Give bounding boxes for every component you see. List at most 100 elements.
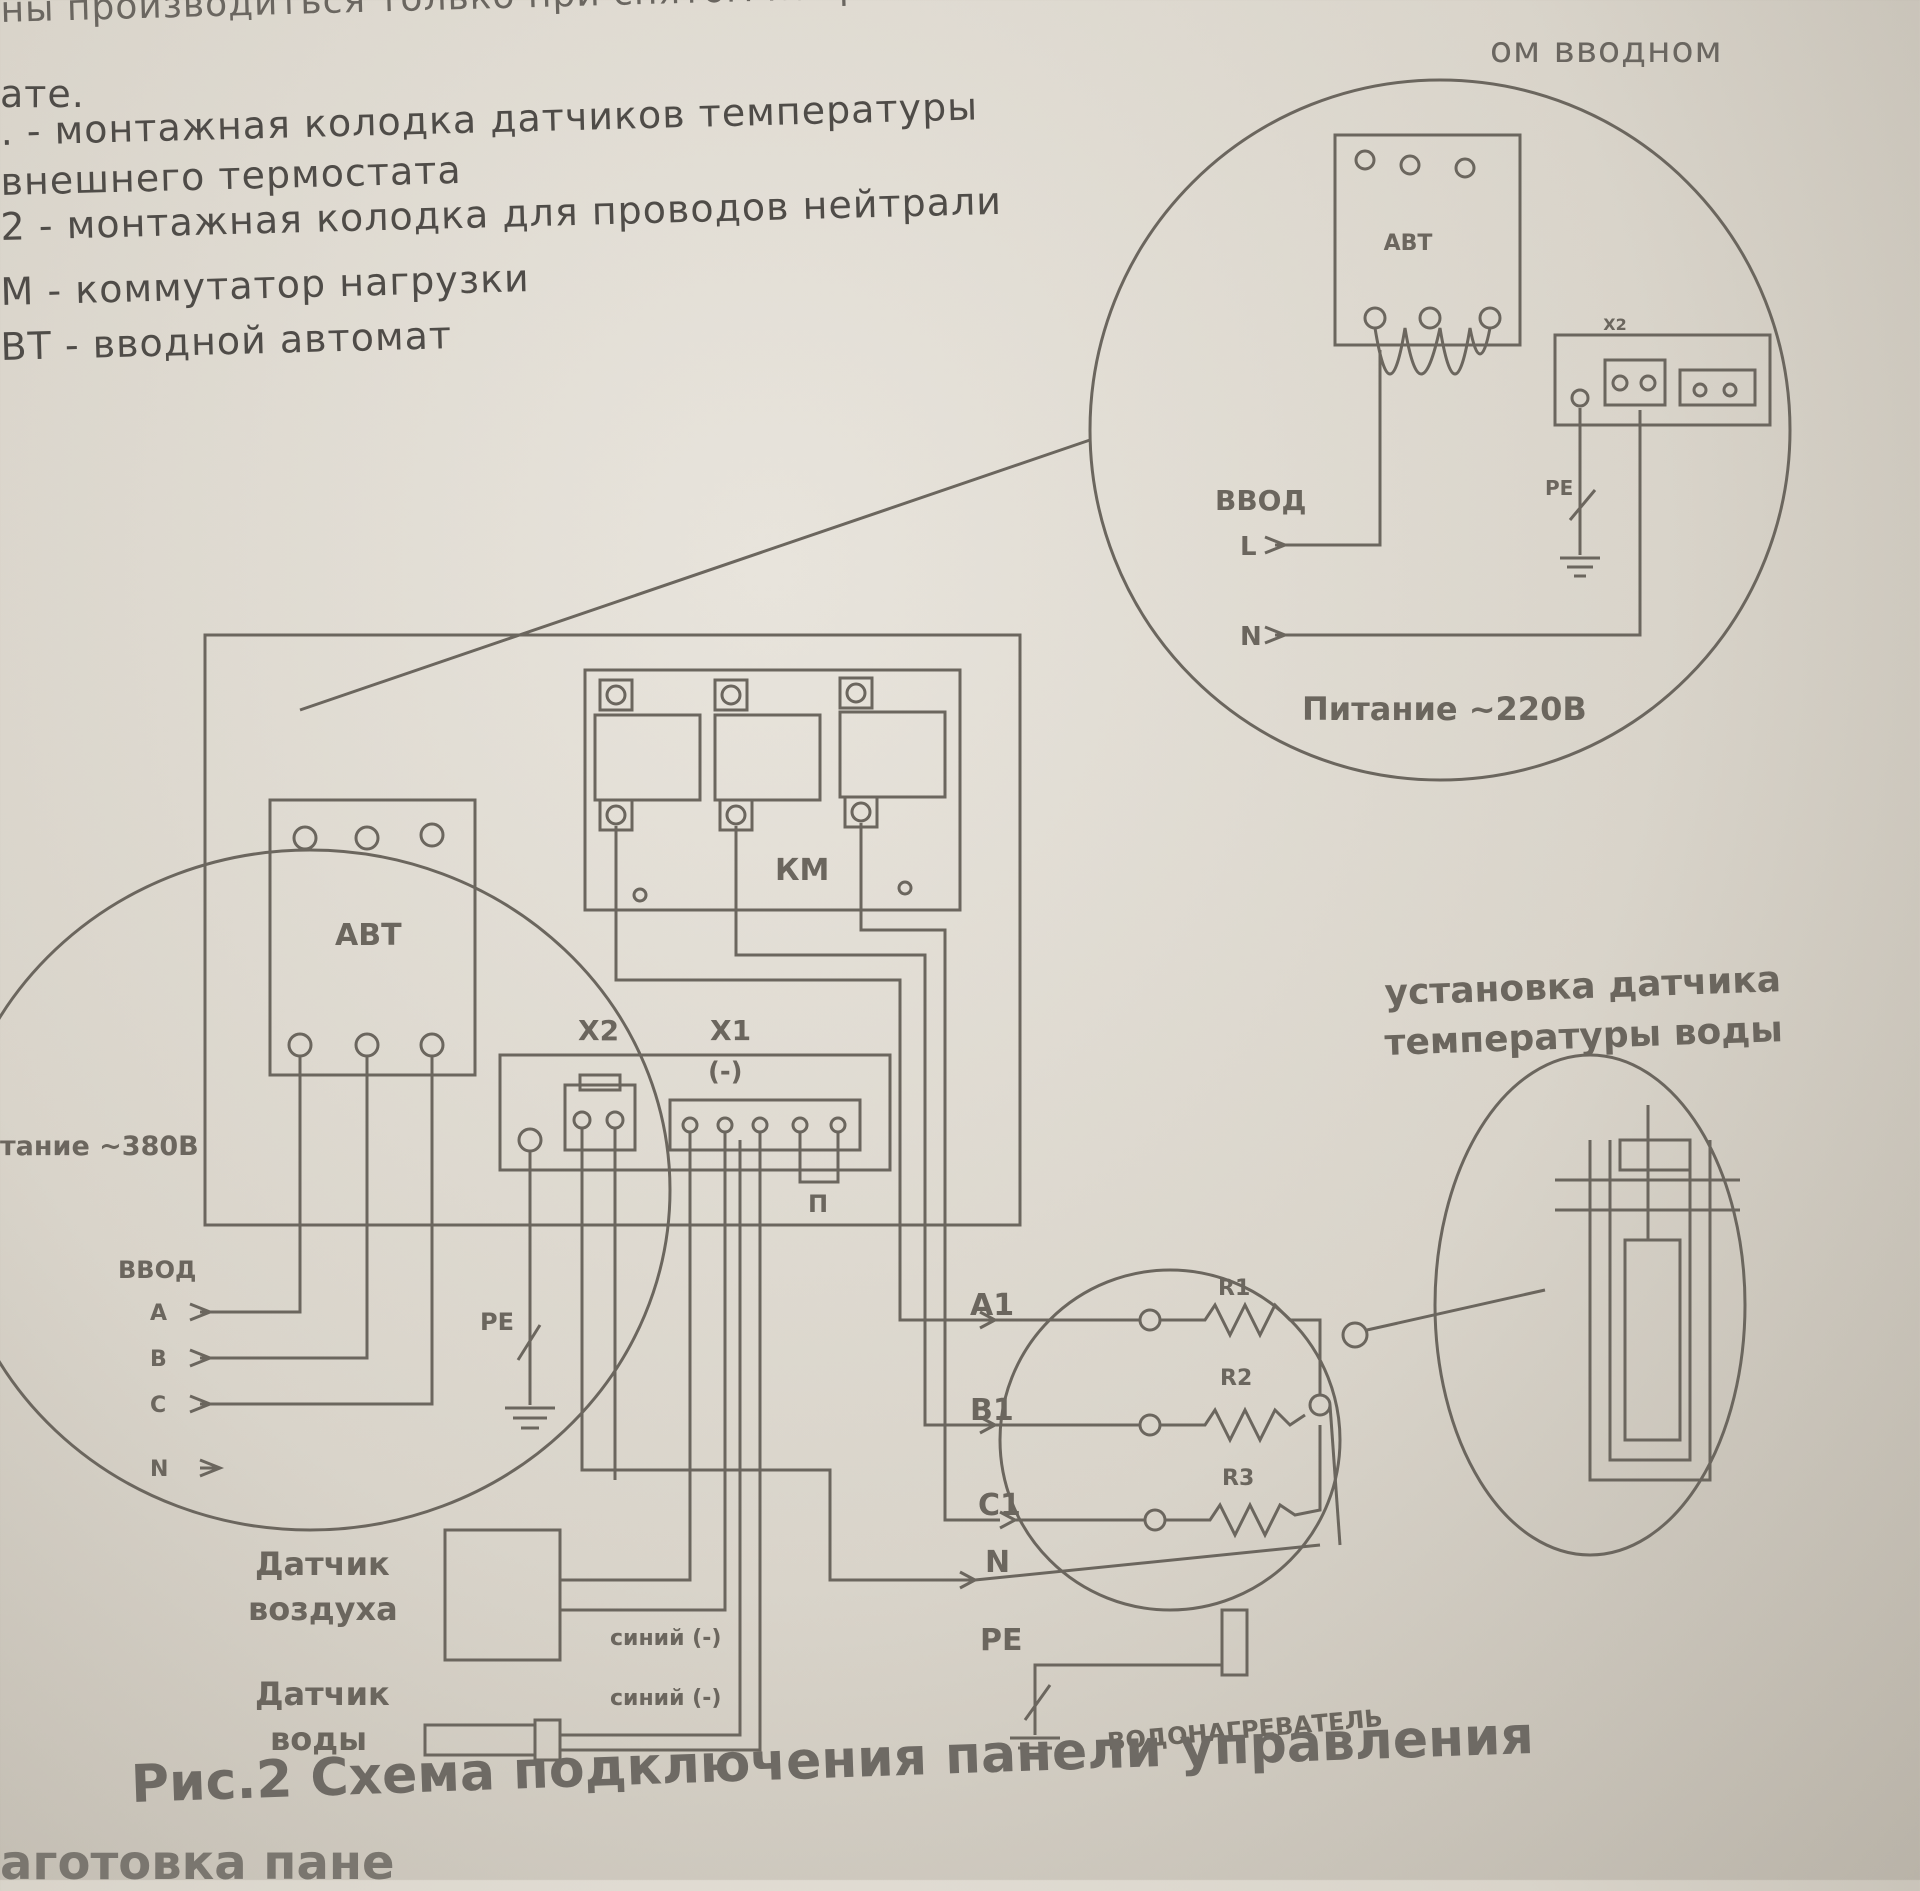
heater-pe-slash — [1023, 1684, 1052, 1721]
inset-220v — [299, 78, 1792, 782]
x1-terminal — [791, 1116, 809, 1134]
inset-breaker-terminal — [1478, 306, 1502, 330]
x1-terminal — [681, 1116, 699, 1134]
inset-breaker-label: АВТ — [1384, 231, 1433, 256]
inset-x2-label: X2 — [1603, 315, 1626, 334]
heater-pe-stud — [1220, 1608, 1249, 1677]
phase-b-label: B — [150, 1347, 167, 1372]
km-terminal-top — [838, 676, 874, 710]
x2-label: X2 — [578, 1014, 619, 1047]
heater-pe-label: PE — [980, 1623, 1022, 1658]
x1-jumper-p — [798, 1132, 840, 1184]
legend-line-end: ате. — [0, 72, 85, 116]
inset-input-label: ВВОД — [1215, 484, 1306, 517]
breaker-terminal — [419, 822, 445, 848]
heater-a1-label: A1 — [970, 1288, 1014, 1323]
air-sensor-box — [443, 1528, 562, 1662]
km-pole — [713, 713, 822, 802]
sensor-head — [1618, 1138, 1692, 1172]
wire-water-sensor-1 — [560, 1140, 742, 1737]
wire-phase-a — [200, 1056, 302, 1314]
wire-x2-to-n — [580, 1128, 975, 1582]
x2-jumper — [578, 1073, 622, 1092]
phase-c-label: C — [150, 1393, 166, 1418]
inset-breaker-terminal — [1354, 149, 1376, 171]
km-terminal — [850, 801, 872, 823]
km-terminal — [845, 682, 867, 704]
panel-enclosure — [203, 633, 1022, 1227]
breaker-terminal — [287, 1032, 313, 1058]
km-pole — [593, 713, 702, 802]
wire-n-in — [974, 1543, 1321, 1582]
neutral-label: N — [150, 1457, 168, 1482]
wire-phase-c — [200, 1056, 434, 1406]
x1-terminal — [829, 1116, 847, 1134]
x1-label: X1 — [710, 1014, 751, 1047]
magnifier-circle — [0, 848, 672, 1532]
km-terminal-top — [598, 678, 634, 712]
arrow-a — [189, 1302, 215, 1322]
heater-terminal-c1 — [1143, 1508, 1167, 1532]
km-terminal — [725, 804, 747, 826]
sensor-element — [1623, 1238, 1682, 1442]
neutral-link — [1328, 1404, 1342, 1546]
heater-terminal-a1 — [1138, 1308, 1162, 1332]
water-sensor-label-2: воды — [270, 1720, 367, 1758]
inset-breaker-terminal — [1363, 306, 1387, 330]
km-pole — [838, 710, 947, 799]
r3-label: R3 — [1222, 1466, 1254, 1491]
sensor-detail-circle — [1433, 1053, 1747, 1557]
inset-breaker-terminal — [1399, 154, 1421, 176]
km-coil-terminal — [897, 880, 913, 896]
arrow-n — [199, 1458, 225, 1478]
resistor-r2 — [1160, 1406, 1306, 1444]
inset-arrow-l — [1264, 535, 1290, 555]
wire-phase-b — [200, 1056, 369, 1360]
wire-heater-pe — [1033, 1663, 1222, 1735]
wire-water-sensor-2 — [560, 1132, 762, 1752]
inset-n-label: N — [1240, 622, 1262, 652]
star-point — [1308, 1393, 1332, 1417]
inset-220v-circle — [1088, 78, 1792, 782]
heater-n-label: N — [985, 1545, 1010, 1580]
inset-x1-terminal — [1722, 382, 1738, 398]
inset-connector-line — [299, 438, 1091, 712]
sensor-installation-detail — [1433, 1053, 1747, 1557]
wire-km-to-c1 — [859, 823, 1000, 1522]
control-panel — [0, 633, 1022, 1762]
resistor-r1 — [1160, 1301, 1322, 1395]
air-sensor-label-1: Датчик — [255, 1545, 390, 1583]
inset-arrow-n — [1264, 625, 1290, 645]
km-terminal — [605, 804, 627, 826]
heater-b1-label: B1 — [970, 1393, 1014, 1428]
panel-breaker — [268, 798, 477, 1077]
air-sensor-wire-label: синий (-) — [610, 1626, 721, 1651]
contactor-km — [583, 668, 962, 912]
water-sensor-wire-label: синий (-) — [610, 1686, 721, 1711]
inset-pe-slash — [1568, 489, 1597, 521]
inset-pe-label: PE — [1545, 476, 1573, 500]
arrow-b — [189, 1348, 215, 1368]
x1-minus-label: (-) — [708, 1057, 743, 1087]
x1-terminal — [751, 1116, 769, 1134]
inset-pe-terminal — [1570, 388, 1590, 408]
inset-x2-terminal — [1639, 374, 1657, 392]
inset-x1-block — [1678, 368, 1757, 407]
water-heater — [959, 1268, 1546, 1760]
phase-a-label: A — [150, 1301, 167, 1326]
sensor-install-line2: температуры воды — [1384, 1009, 1784, 1064]
x2-terminal — [605, 1110, 625, 1130]
wire-km-to-a1 — [614, 826, 975, 1322]
sensor-sleeve-outer — [1588, 1140, 1712, 1482]
sensor-pocket — [1341, 1321, 1369, 1349]
r2-label: R2 — [1220, 1366, 1252, 1391]
inset-power-label: Питание ~220В — [1302, 690, 1587, 728]
wire-air-sensor-1 — [560, 1132, 692, 1582]
heater-c1-label: C1 — [978, 1488, 1021, 1523]
wire-air-sensor-2 — [560, 1132, 727, 1612]
x2-block — [563, 1083, 637, 1152]
breaker-terminal — [354, 825, 380, 851]
x1-terminal — [716, 1116, 734, 1134]
pe-label: PE — [480, 1308, 514, 1336]
